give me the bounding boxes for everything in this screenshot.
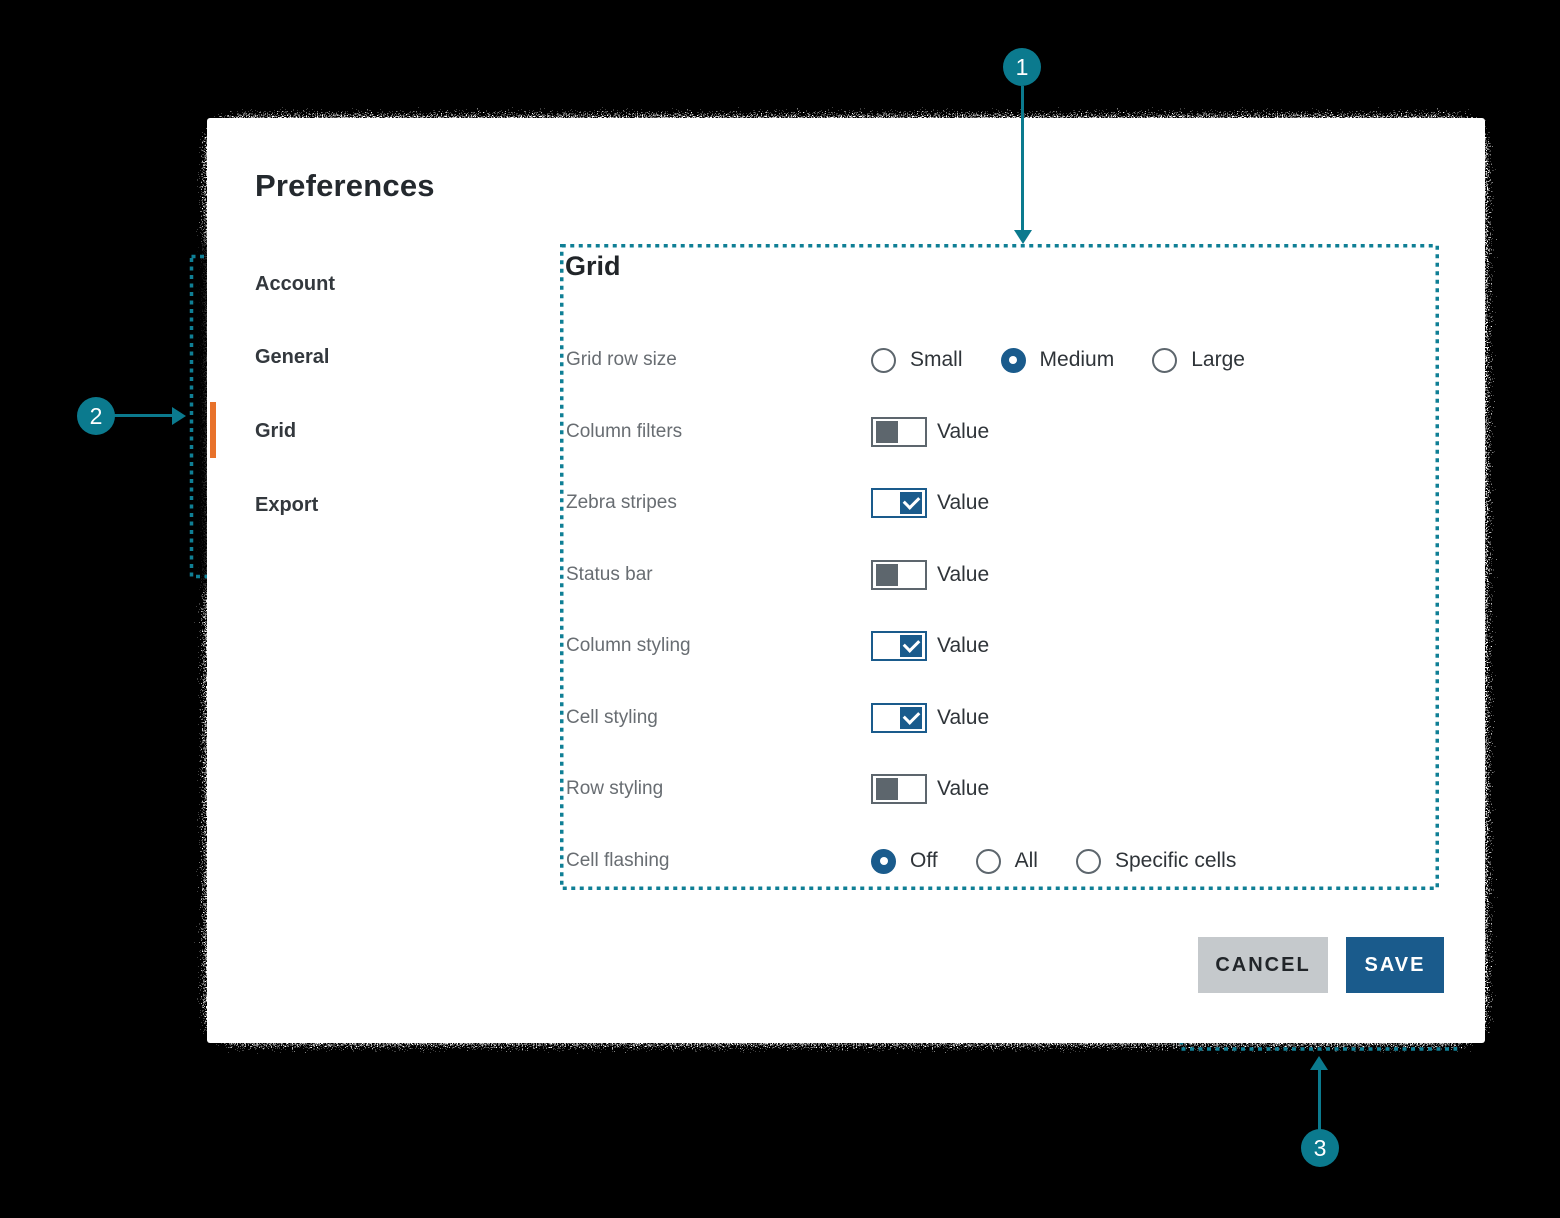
radio-option-small[interactable]: Small — [871, 347, 963, 373]
annotation-number: 3 — [1313, 1134, 1327, 1161]
annotation-number: 2 — [89, 402, 103, 429]
radio-option-off[interactable]: Off — [871, 848, 938, 874]
annotation-arrow-1 — [1021, 86, 1024, 230]
setting-label: Row styling — [566, 778, 664, 799]
setting-label: Cell flashing — [566, 850, 670, 871]
toggle-value-label: Value — [937, 563, 990, 586]
sidebar-item-label: Grid — [255, 419, 297, 442]
radio-option-label: Specific cells — [1114, 849, 1237, 872]
setting-label: Cell styling — [566, 707, 658, 728]
toggle-switch[interactable] — [871, 631, 927, 661]
radio-option-label: All — [1014, 849, 1038, 872]
annotation-arrow-2 — [114, 414, 172, 417]
radio-option-label: Large — [1191, 348, 1245, 371]
toggle-switch[interactable] — [871, 774, 927, 804]
toggle-knob — [876, 564, 898, 586]
radio-option-label: Small — [910, 348, 963, 371]
radio-icon — [871, 848, 896, 874]
radio-option-label: Medium — [1039, 348, 1115, 371]
radio-option-label: Off — [910, 849, 938, 872]
setting-row-grid-row-size: Grid row size Small Medium Large — [566, 342, 1283, 378]
radio-icon — [871, 347, 896, 373]
preferences-dialog: Preferences Account General Grid Export … — [207, 118, 1485, 1043]
sidebar-item-account[interactable]: Account — [255, 270, 495, 298]
annotation-marker-2: 2 — [77, 397, 115, 435]
setting-label: Column styling — [566, 635, 691, 656]
toggle-switch[interactable] — [871, 488, 927, 518]
setting-row-cell-flashing: Cell flashing Off All Specific cells — [566, 843, 1274, 879]
dialog-title: Preferences — [255, 168, 435, 203]
toggle-knob — [900, 707, 922, 729]
sidebar-item-export[interactable]: Export — [255, 491, 495, 519]
annotation-arrowhead-1 — [1014, 230, 1032, 244]
radio-option-all[interactable]: All — [975, 848, 1038, 874]
setting-row-status-bar: Status bar Value — [566, 557, 989, 593]
annotation-marker-3: 3 — [1301, 1129, 1339, 1167]
setting-label: Status bar — [566, 564, 653, 585]
annotation-arrow-3 — [1318, 1070, 1321, 1130]
annotation-arrowhead-2 — [172, 407, 186, 425]
radio-option-medium[interactable]: Medium — [1000, 347, 1115, 373]
toggle-knob — [876, 778, 898, 800]
active-nav-indicator — [210, 402, 216, 458]
toggle-value-label: Value — [937, 777, 990, 800]
radio-icon — [975, 848, 1001, 874]
toggle-value-label: Value — [937, 706, 990, 729]
radio-option-large[interactable]: Large — [1152, 347, 1245, 373]
toggle-switch[interactable] — [871, 417, 927, 447]
setting-label: Column filters — [566, 421, 683, 442]
setting-row-zebra-stripes: Zebra stripes Value — [566, 485, 989, 521]
annotation-number: 1 — [1015, 53, 1029, 80]
sidebar-item-label: Export — [255, 493, 319, 516]
radio-option-specific-cells[interactable]: Specific cells — [1075, 848, 1237, 874]
toggle-value-label: Value — [937, 491, 990, 514]
toggle-switch[interactable] — [871, 560, 927, 590]
setting-label: Zebra stripes — [566, 492, 677, 513]
panel-heading: Grid — [565, 251, 621, 281]
setting-row-column-styling: Column styling Value — [566, 628, 989, 664]
radio-icon — [1152, 347, 1178, 373]
radio-icon — [1075, 848, 1101, 874]
sidebar-item-label: General — [255, 345, 330, 368]
radio-icon — [1000, 347, 1026, 373]
toggle-knob — [876, 421, 898, 443]
save-button[interactable]: SAVE — [1346, 937, 1444, 993]
annotation-arrowhead-3 — [1310, 1056, 1328, 1070]
toggle-knob — [900, 635, 922, 657]
cancel-button[interactable]: CANCEL — [1198, 937, 1328, 993]
sidebar-item-label: Account — [255, 272, 335, 295]
setting-row-cell-styling: Cell styling Value — [566, 700, 989, 736]
toggle-value-label: Value — [937, 420, 990, 443]
setting-row-row-styling: Row styling Value — [566, 771, 989, 807]
toggle-switch[interactable] — [871, 703, 927, 733]
toggle-value-label: Value — [937, 634, 990, 657]
annotation-marker-1: 1 — [1003, 48, 1041, 86]
toggle-knob — [900, 492, 922, 514]
setting-label: Grid row size — [566, 349, 677, 370]
sidebar-item-general[interactable]: General — [255, 343, 495, 371]
sidebar-item-grid[interactable]: Grid — [255, 417, 495, 445]
setting-row-column-filters: Column filters Value — [566, 414, 989, 450]
